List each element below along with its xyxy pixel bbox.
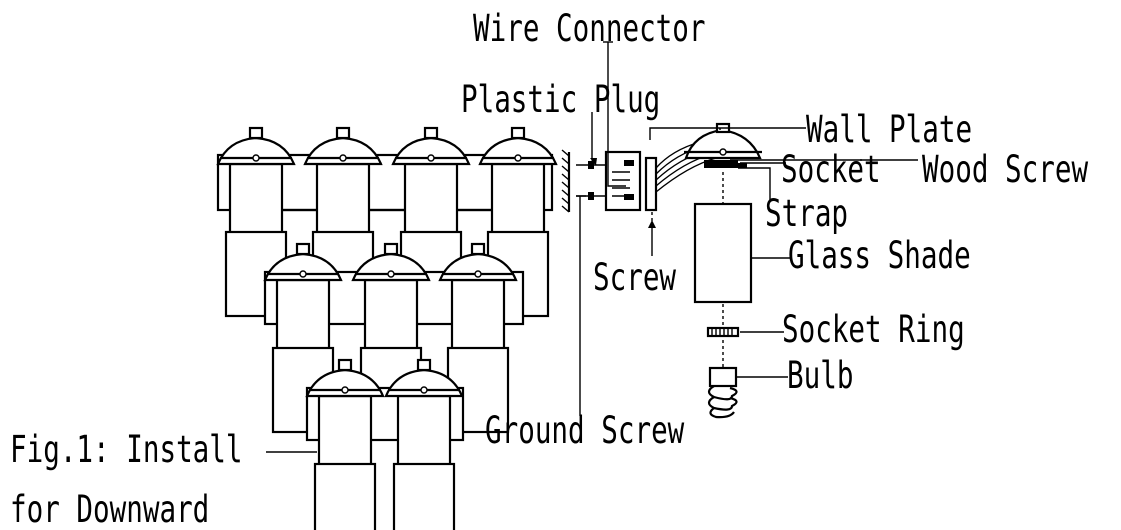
fig-caption-line1: Fig.1: Install [10, 427, 243, 471]
two-light-fixture [305, 358, 465, 530]
label-wall-plate: Wall Plate [806, 107, 972, 151]
label-bulb: Bulb [787, 353, 853, 397]
four-light-fixture [216, 126, 558, 318]
junction-box [604, 150, 642, 212]
fig-caption-line2: for Downward [10, 487, 209, 530]
socket [704, 160, 738, 168]
label-socket: Socket [781, 147, 881, 191]
three-light-fixture [263, 242, 525, 434]
glass-shade [693, 202, 753, 304]
label-wire-connector: Wire Connector [473, 6, 706, 50]
label-glass-shade: Glass Shade [788, 233, 971, 277]
label-socket-ring: Socket Ring [782, 307, 965, 351]
label-strap: Strap [765, 191, 848, 235]
label-ground-screw: Ground Screw [485, 408, 684, 452]
lamp [384, 358, 464, 530]
label-plastic-plug: Plastic Plug [461, 77, 660, 121]
label-screw: Screw [593, 255, 676, 299]
lamp [305, 358, 385, 530]
socket-ring [706, 326, 740, 338]
labels: Wire Connector Plastic Plug Wall Plate S… [10, 6, 1088, 530]
wall-hatch [561, 149, 571, 213]
bulb-drawing [707, 366, 738, 419]
exploded-view [561, 122, 762, 419]
label-wood-screw: Wood Screw [922, 147, 1088, 191]
mounting-strap [644, 156, 658, 212]
leader-lines [266, 41, 918, 453]
